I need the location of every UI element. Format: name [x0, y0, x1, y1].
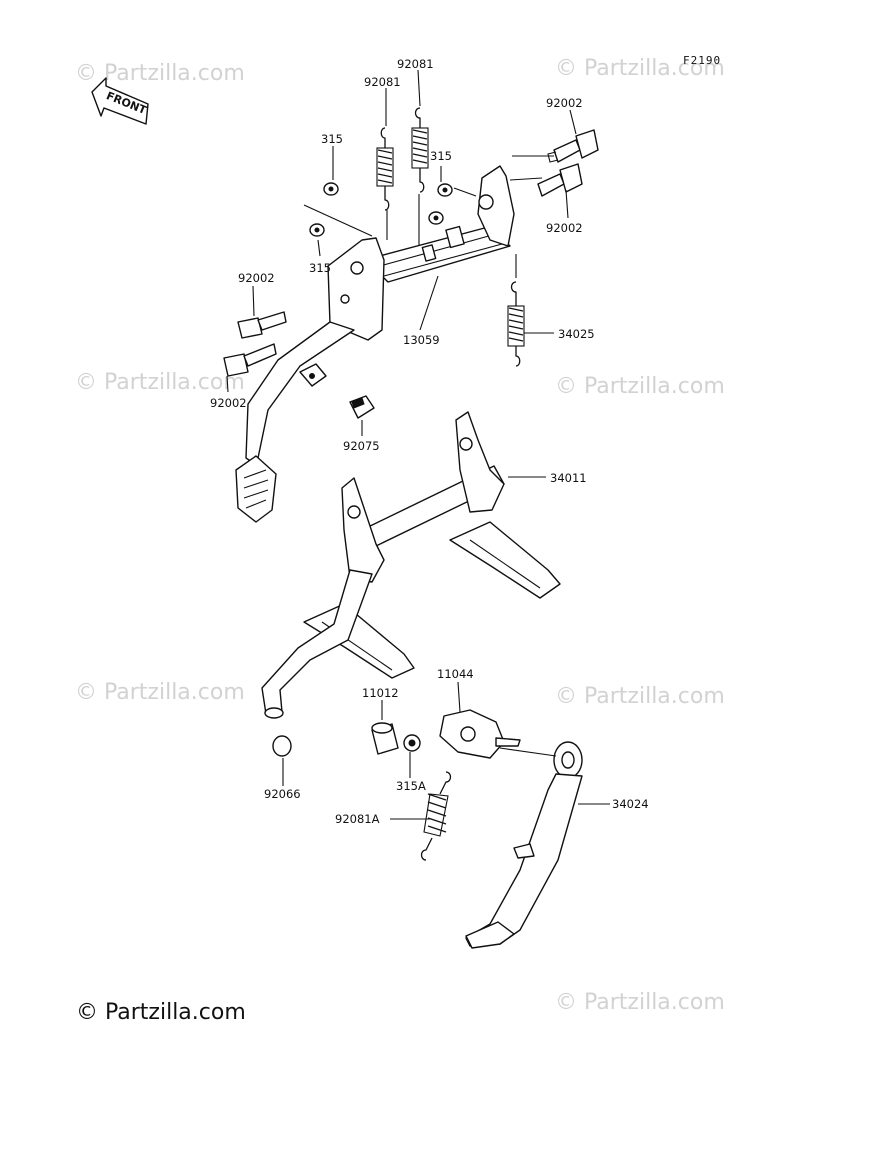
watermark: © Partzilla.com	[75, 370, 245, 395]
callout-label: 11012	[362, 686, 399, 700]
cap-icon	[349, 395, 375, 419]
callout-label: 92081A	[335, 812, 380, 826]
callout-label: 315	[309, 261, 331, 275]
callout-label: 315	[430, 149, 452, 163]
bolt-icon	[223, 343, 277, 377]
cap-icon	[272, 735, 292, 757]
copyright-text: © Partzilla.com	[76, 1000, 246, 1025]
spring-icon	[376, 127, 394, 211]
nut-icon	[428, 211, 444, 225]
callout-label: 11044	[437, 667, 474, 681]
side-stand	[465, 741, 583, 949]
brake-pedal-assembly	[235, 165, 515, 523]
spring-icon	[420, 771, 452, 861]
callout-label: 13059	[403, 333, 440, 347]
center-stand	[261, 411, 561, 719]
callout-label: 34024	[612, 797, 649, 811]
watermark: © Partzilla.com	[555, 684, 725, 709]
watermark: © Partzilla.com	[555, 56, 725, 81]
bolt-icon	[537, 163, 583, 197]
spring-icon	[411, 107, 429, 193]
nut-icon	[323, 182, 339, 196]
watermark: © Partzilla.com	[75, 61, 245, 86]
callout-label: 92002	[238, 271, 275, 285]
rubber-damper-icon	[371, 722, 399, 755]
callout-label: 92081	[364, 75, 401, 89]
callout-label: 92066	[264, 787, 301, 801]
spring-icon	[507, 281, 525, 367]
callout-label: 315	[321, 132, 343, 146]
bolt-icon	[237, 311, 287, 339]
figure-code: F2190	[683, 54, 721, 67]
callout-labels: 92081 92081 92002 315 315 92002 315 9200…	[210, 57, 649, 826]
callout-label: 92002	[546, 221, 583, 235]
watermarks: © Partzilla.com © Partzilla.com © Partzi…	[75, 56, 725, 1015]
watermark: © Partzilla.com	[555, 374, 725, 399]
watermark: © Partzilla.com	[75, 680, 245, 705]
callout-label: 92002	[210, 396, 247, 410]
callout-label: 34025	[558, 327, 595, 341]
leader-lines	[226, 69, 610, 820]
nut-icon	[403, 734, 421, 752]
bolt-icon	[547, 129, 599, 163]
stand-bracket	[439, 709, 521, 759]
callout-label: 315A	[396, 779, 426, 793]
callout-label: 92081	[397, 57, 434, 71]
nut-icon	[437, 183, 453, 197]
callout-label: 34011	[550, 471, 587, 485]
watermark: © Partzilla.com	[555, 990, 725, 1015]
callout-label: 92002	[546, 96, 583, 110]
callout-label: 92075	[343, 439, 380, 453]
nut-icon	[309, 223, 325, 237]
